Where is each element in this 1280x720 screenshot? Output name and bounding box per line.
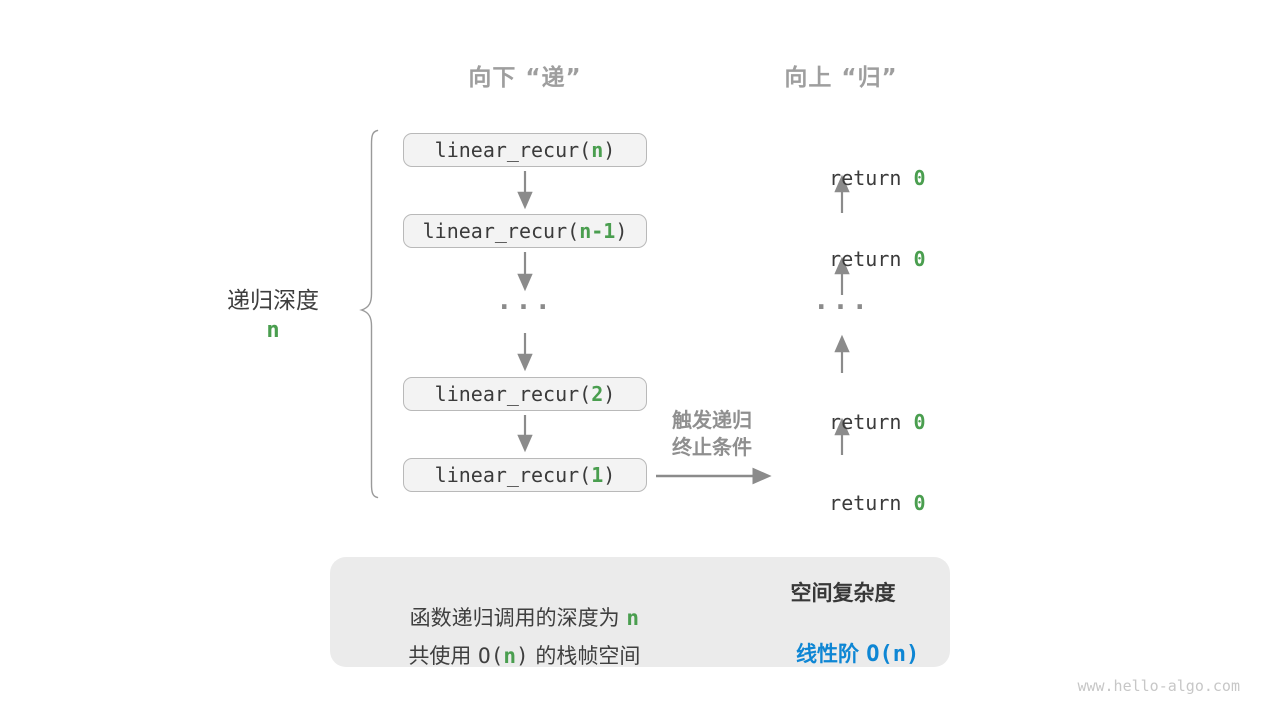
- space-complexity-title: 空间复杂度: [790, 581, 896, 605]
- call-box-n-1: linear_recur(n-1): [403, 214, 647, 248]
- space-complexity-value: 线性阶 O(n): [795, 642, 920, 667]
- return-ellipsis: ...: [813, 285, 871, 316]
- header-recurse-down: 向下 “递”: [468, 65, 582, 91]
- summary-panel: [330, 557, 950, 667]
- return-row-1: return 0: [829, 166, 926, 190]
- call-box-2: linear_recur(2): [403, 377, 647, 411]
- call-box-1: linear_recur(1): [403, 458, 647, 492]
- return-row-2: return 0: [829, 247, 926, 271]
- return-row-3: return 0: [829, 410, 926, 434]
- watermark: www.hello-algo.com: [1077, 677, 1240, 695]
- summary-line-1: 函数递归调用的深度为 n: [409, 606, 640, 630]
- return-row-4: return 0: [829, 491, 926, 515]
- header-return-up: 向上 “归”: [784, 65, 898, 91]
- termination-label: 触发递归 终止条件: [672, 408, 752, 459]
- call-box-n: linear_recur(n): [403, 133, 647, 167]
- depth-label: 递归深度: [227, 288, 319, 314]
- stack-ellipsis: ...: [496, 285, 554, 316]
- depth-value: n: [266, 318, 280, 343]
- summary-line-2: 共使用 O(n) 的栈帧空间: [408, 644, 641, 668]
- depth-brace: [359, 129, 379, 499]
